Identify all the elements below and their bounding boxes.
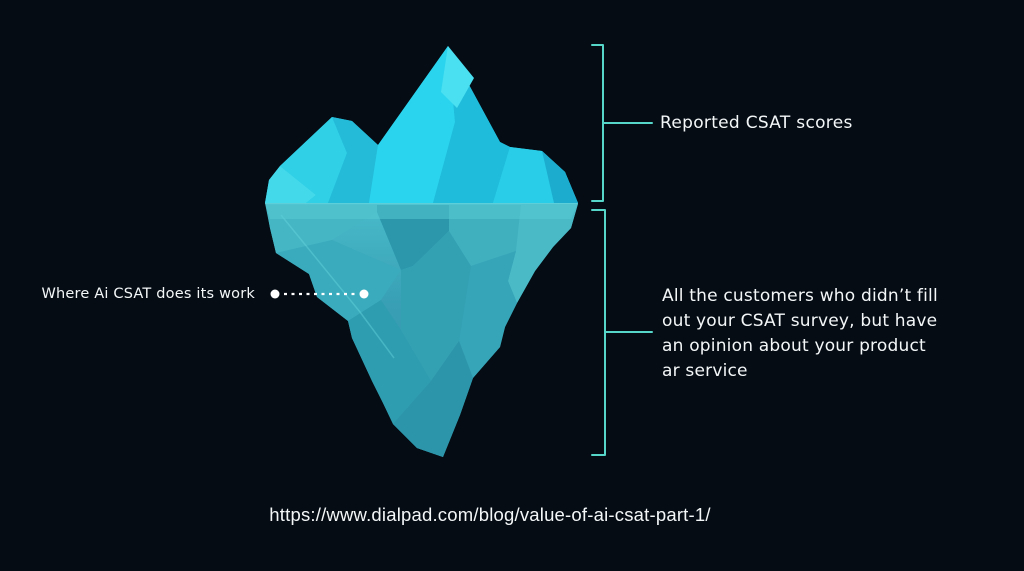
label-where-ai-csat-works: Where Ai CSAT does its work <box>41 286 255 302</box>
iceberg-above-water <box>265 46 578 204</box>
bracket-top <box>591 44 653 202</box>
pointer-dot-left <box>270 289 280 299</box>
annotation-reported-csat: Reported CSAT scores <box>660 113 853 133</box>
pointer-dotted-line <box>270 289 369 299</box>
pointer-dot-right <box>359 289 369 299</box>
source-url: https://www.dialpad.com/blog/value-of-ai… <box>269 504 711 525</box>
iceberg-below-water <box>265 203 578 457</box>
annotation-hidden-customers: All the customers who didn’t fill out yo… <box>662 286 938 381</box>
bracket-bottom <box>591 209 653 456</box>
